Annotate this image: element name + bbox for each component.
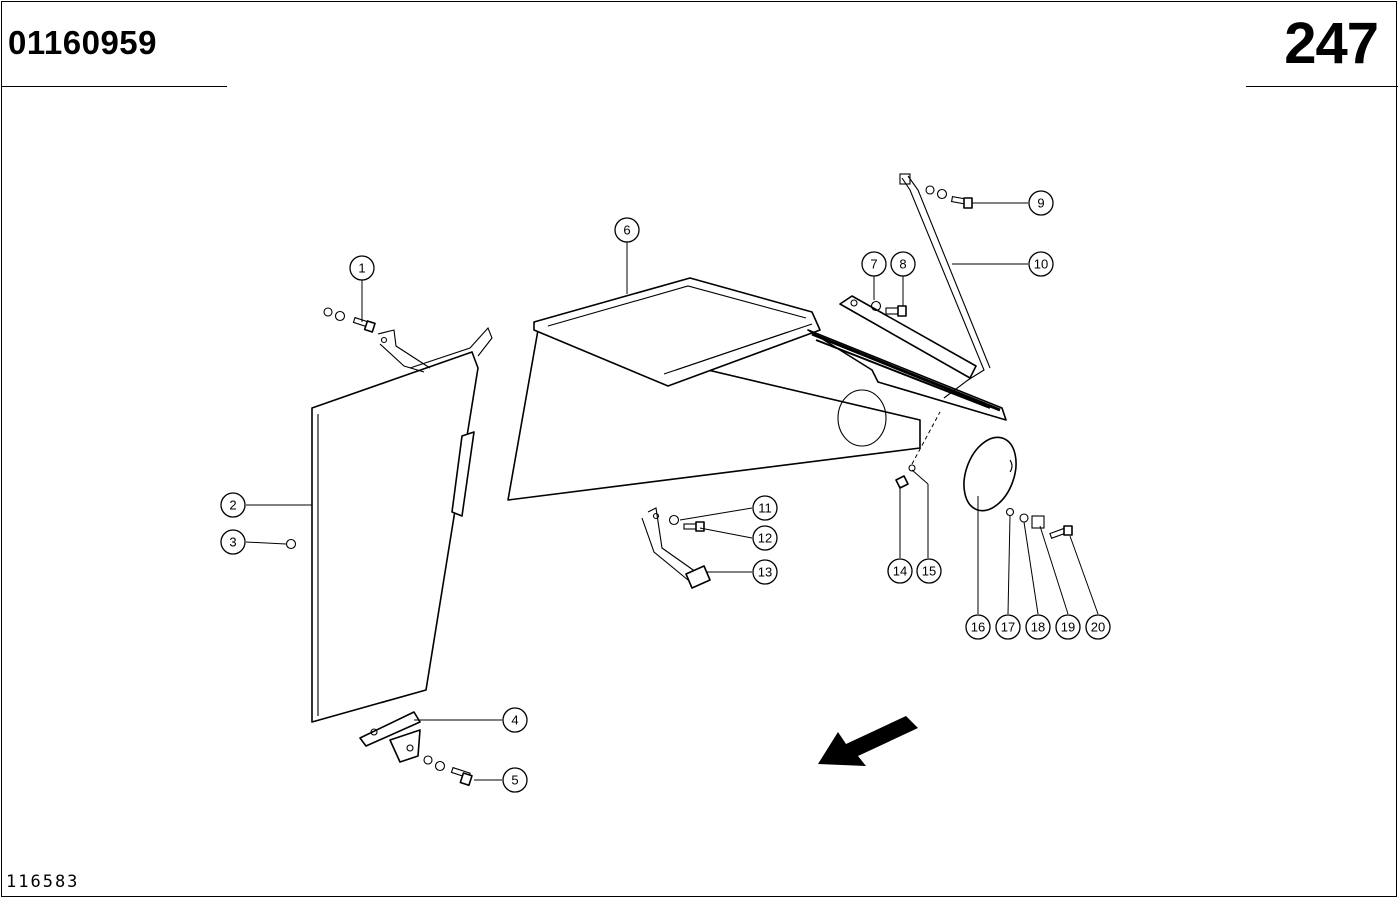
callout-14-label: 14 [893,564,907,579]
callout-20: 20 [1085,614,1111,640]
document-number: 01160959 [8,24,158,61]
arrow-down-left-icon [818,716,918,766]
callout-10: 10 [1028,251,1054,277]
callout-5-label: 5 [511,773,518,788]
callout-5: 5 [502,767,528,793]
mounting-strip-part [839,295,977,379]
fastener-set-9 [925,185,973,209]
callout-16: 16 [965,614,991,640]
callout-17: 17 [995,614,1021,640]
callout-1: 1 [349,255,375,281]
callout-14: 14 [887,558,913,584]
callout-3: 3 [220,529,246,555]
callout-15-label: 15 [922,564,936,579]
callout-6: 6 [614,217,640,243]
callout-1-label: 1 [358,261,365,276]
callout-20-label: 20 [1091,620,1105,635]
callout-13-label: 13 [758,565,772,580]
side-panel-part [311,326,493,723]
callout-6-label: 6 [623,223,630,238]
page-number: 247 [1284,11,1379,76]
callout-3-label: 3 [229,535,236,550]
fastener-set-17-20 [1005,507,1073,539]
callout-11-label: 11 [758,501,772,516]
fastener-set-14-15 [895,411,941,489]
callout-12: 12 [752,525,778,551]
callout-13: 13 [752,559,778,585]
top-bracket-part [377,329,431,373]
header-rule-left [2,86,227,87]
header-rule-right [1246,86,1398,87]
callout-18-label: 18 [1031,620,1045,635]
cover-disc-part [963,436,1017,512]
callout-4-label: 4 [511,713,518,728]
callout-16-label: 16 [971,620,985,635]
callout-9-label: 9 [1037,196,1044,211]
leader-lines [245,202,1099,781]
callout-12-label: 12 [758,531,772,546]
drawing-id: 116583 [6,872,80,892]
callout-10-label: 10 [1034,257,1048,272]
callout-18: 18 [1025,614,1051,640]
callout-2-label: 2 [229,498,236,513]
support-rod-part [899,173,991,399]
callout-15: 15 [916,558,942,584]
callout-11: 11 [752,495,778,521]
callout-17-label: 17 [1001,620,1015,635]
main-housing-part [507,277,1007,501]
callout-2: 2 [220,492,246,518]
callout-19-label: 19 [1061,620,1075,635]
callout-4: 4 [502,707,528,733]
bottom-bracket-part [359,711,421,763]
callout-7: 7 [861,251,887,277]
callout-7-label: 7 [870,257,877,272]
callout-19: 19 [1055,614,1081,640]
callout-8: 8 [890,251,916,277]
fastener-set-5 [423,755,473,787]
fastener-set-1 [323,307,376,333]
angle-bracket-part [641,507,711,589]
callout-8-label: 8 [899,257,906,272]
washer-part [285,538,297,550]
callout-9: 9 [1028,190,1054,216]
